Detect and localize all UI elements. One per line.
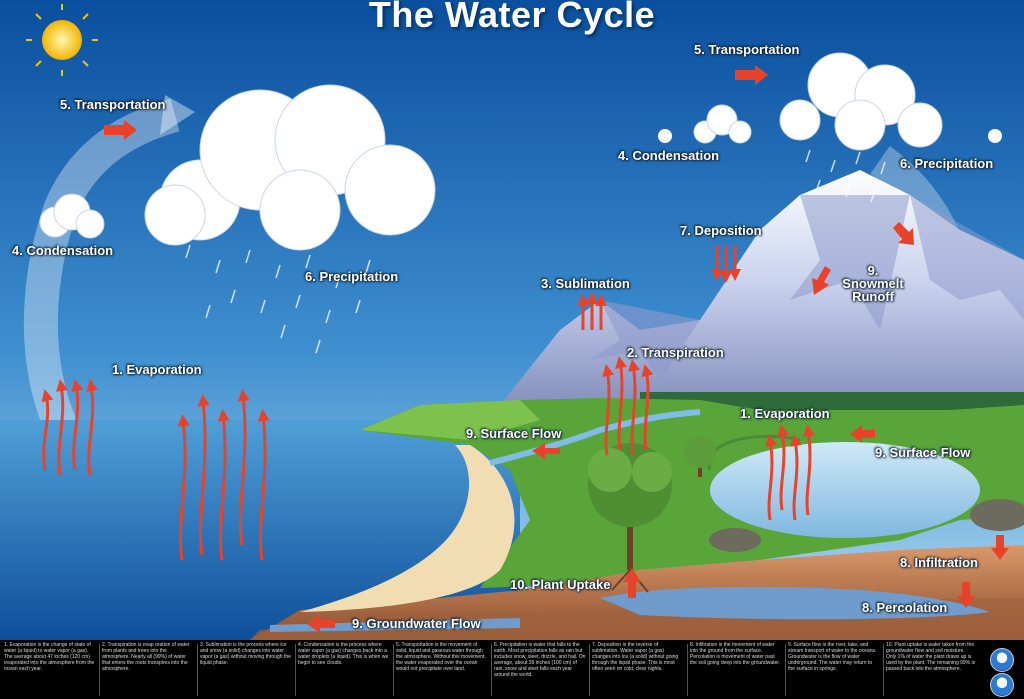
arrow-icon: [104, 65, 1009, 633]
label-sublimation: 3. Sublimation: [541, 276, 630, 291]
small-tree-icon: [684, 436, 716, 477]
cloud-mid: [693, 104, 752, 144]
label-condensation-right: 4. Condensation: [618, 148, 720, 163]
footer-col-8: 8. Infiltration is the movement of water…: [690, 642, 781, 666]
footer-legend: 1. Evaporation is the change of state of…: [0, 640, 1024, 699]
label-evaporation-left: 1. Evaporation: [112, 362, 202, 377]
river: [489, 409, 701, 466]
label-precipitation-left: 6. Precipitation: [305, 269, 399, 284]
label-infiltration: 8. Infiltration: [900, 555, 978, 570]
page-title: The Water Cycle: [368, 0, 656, 35]
footer-col-1: 1. Evaporation is the change of state of…: [4, 642, 95, 672]
rain-right: [805, 149, 886, 203]
footer-col-7: 7. Deposition is the reverse of sublimat…: [592, 642, 679, 672]
label-transportation-right: 5. Transportation: [694, 42, 800, 57]
label-groundwater-flow: 9. Groundwater Flow: [352, 616, 481, 631]
footer-col-4: 4. Condensation is the process where wat…: [298, 642, 389, 666]
cloud-small-left: [39, 193, 105, 239]
nws-logo-icon: [990, 673, 1014, 697]
label-plant-uptake: 10. Plant Uptake: [510, 577, 611, 592]
label-evaporation-right: 1. Evaporation: [740, 406, 830, 421]
label-precipitation-right: 6. Precipitation: [900, 156, 994, 171]
mountains: [500, 170, 1024, 420]
label-deposition: 7. Deposition: [680, 223, 762, 238]
footer-col-5: 5. Transportation is the movement of sol…: [396, 642, 486, 672]
deposition-arrows: [711, 245, 741, 283]
sun-icon: [26, 4, 98, 76]
noaa-logo-icon: [990, 648, 1014, 672]
water-cycle-illustration: [0, 0, 1024, 640]
beach: [300, 445, 515, 612]
cloud-right: [779, 52, 943, 151]
label-surface-flow-right: 9. Surface Flow: [875, 445, 971, 460]
label-transportation-left: 5. Transportation: [60, 97, 166, 112]
label-transpiration: 2. Transpiration: [627, 345, 724, 360]
footer-col-6: 6. Precipitation is water that falls to …: [494, 642, 586, 678]
rain-left: [185, 244, 371, 354]
footer-col-9: 9. Surface flow is the river, lake, and …: [788, 642, 877, 672]
label-snowmelt-runoff: 9. Snowmelt Runoff: [842, 263, 904, 304]
groundwater: [600, 586, 990, 620]
label-condensation-left: 4. Condensation: [12, 243, 114, 258]
evaporation-arrows-ocean: [41, 379, 270, 561]
treeline: [640, 392, 1024, 410]
lake: [710, 442, 980, 538]
footer-col-2: 2. Transpiration is evap oration of wate…: [102, 642, 190, 672]
rocks: [709, 528, 761, 552]
evaporation-arrows-lake: [765, 424, 815, 521]
sublimation-arrows: [577, 292, 607, 330]
transpiration-arrows: [602, 356, 654, 456]
footer-col-3: 3. Sublimation is the process where ice …: [200, 642, 291, 666]
label-percolation: 8. Percolation: [862, 600, 948, 615]
label-surface-flow-left: 9. Surface Flow: [466, 426, 562, 441]
footer-col-10: 10. Plant uptake is water taken from the…: [886, 642, 976, 672]
cloud-large: [144, 84, 436, 251]
